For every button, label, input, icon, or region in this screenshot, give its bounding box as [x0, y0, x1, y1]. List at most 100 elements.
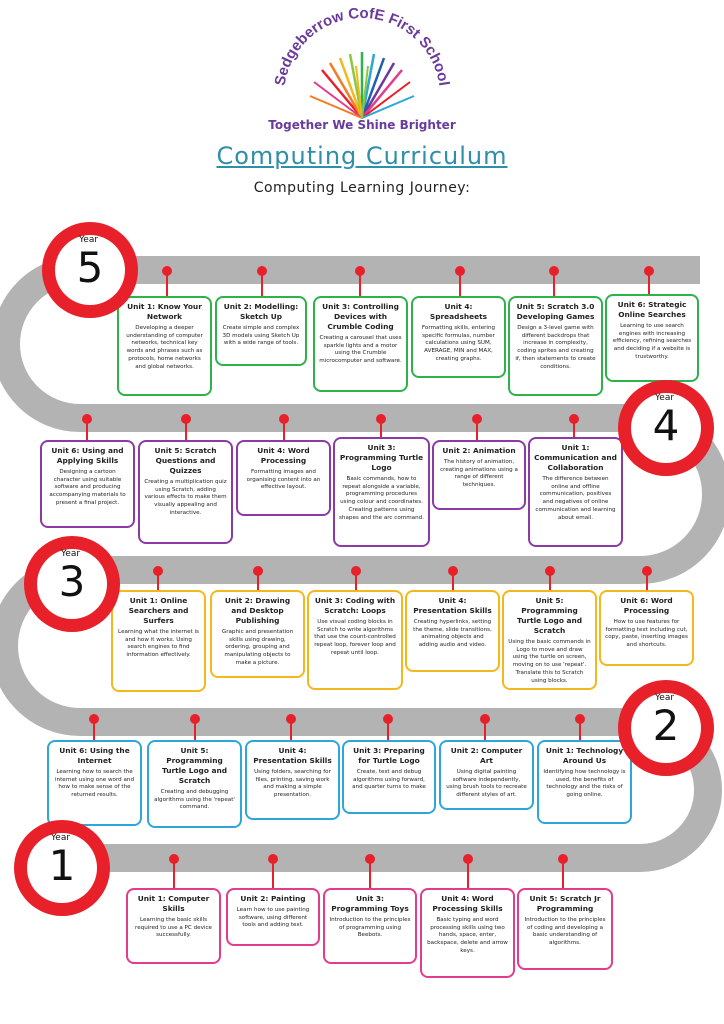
pin-marker [268, 854, 278, 888]
unit-title: Unit 5: Scratch Questions and Quizzes [154, 446, 217, 475]
unit-description: Designing a cartoon character using suit… [49, 468, 126, 506]
unit-card: Unit 3: Preparing for Turtle Logo Create… [342, 740, 436, 814]
unit-title: Unit 3: Preparing for Turtle Logo [353, 746, 425, 765]
pin-marker [558, 854, 568, 888]
unit-title: Unit 1: Online Searchers and Surfers [128, 596, 189, 625]
year-number: 2 [652, 701, 680, 750]
unit-title: Unit 1: Technology Around Us [545, 746, 624, 765]
unit-card: Unit 5: Programming Turtle Logo and Scra… [147, 740, 242, 828]
year-2-badge: Year 2 [618, 680, 714, 776]
pin-marker [162, 266, 172, 296]
pin-marker [279, 414, 289, 440]
unit-title: Unit 6: Using and Applying Skills [51, 446, 124, 465]
unit-title: Unit 1: Know Your Network [127, 302, 202, 321]
unit-description: Basic typing and word processing skills … [427, 916, 508, 954]
unit-description: Create simple and complex 3D models usin… [222, 324, 300, 347]
unit-description: Graphic and presentation skills using dr… [221, 628, 294, 666]
unit-card: Unit 2: Animation The history of animati… [432, 440, 526, 510]
unit-card: Unit 6: Using the Internet Learning how … [47, 740, 142, 826]
unit-title: Unit 5: Scratch 3.0 Developing Games [516, 302, 595, 321]
unit-description: Introduction to the principles of progra… [329, 916, 411, 939]
unit-description: The difference between online and offlin… [535, 475, 616, 521]
school-tagline: Together We Shine Brighter [268, 118, 456, 132]
unit-description: How to use features for formatting text … [605, 618, 688, 649]
unit-title: Unit 5: Programming Turtle Logo and Scra… [161, 746, 228, 785]
unit-card: Unit 5: Scratch Jr Programming Introduct… [517, 888, 613, 970]
unit-card: Unit 1: Computer Skills Learning the bas… [126, 888, 221, 964]
unit-description: Using the basic commands in Logo to move… [508, 638, 591, 684]
pin-marker [365, 854, 375, 888]
unit-description: Learning how to search the internet usin… [54, 768, 135, 799]
pin-marker [286, 714, 296, 740]
pin-marker [463, 854, 473, 888]
unit-card: Unit 2: Drawing and Desktop Publishing G… [210, 590, 305, 678]
unit-title: Unit 4: Presentation Skills [413, 596, 492, 615]
year-label: Year [79, 235, 99, 245]
unit-title: Unit 6: Word Processing [620, 596, 673, 615]
unit-description: Learning to use search engines with incr… [612, 322, 692, 360]
unit-card: Unit 3: Programming Turtle Logo Basic co… [333, 437, 430, 547]
year-label: Year [655, 693, 675, 703]
unit-title: Unit 2: Painting [240, 894, 306, 903]
pin-marker [376, 414, 386, 438]
unit-description: Using digital painting software independ… [446, 768, 527, 799]
pin-marker [383, 714, 393, 740]
year-4-badge: Year 4 [618, 380, 714, 476]
pin-marker [190, 714, 200, 740]
unit-card: Unit 4: Word Processing Skills Basic typ… [420, 888, 515, 978]
pin-marker [549, 266, 559, 296]
year-number: 4 [652, 401, 680, 450]
year-label: Year [655, 393, 675, 403]
year-label: Year [51, 833, 71, 843]
unit-card: Unit 4: Presentation Skills Creating hyp… [405, 590, 500, 672]
unit-card: Unit 2: Computer Art Using digital paint… [439, 740, 534, 810]
pin-marker [89, 714, 99, 740]
unit-title: Unit 2: Modelling: Sketch Up [223, 302, 299, 321]
unit-description: Identifying how technology is used, the … [543, 768, 626, 799]
unit-card: Unit 2: Painting Learn how to use painti… [226, 888, 320, 946]
pin-marker [257, 266, 267, 296]
unit-description: Introduction to the principles of coding… [524, 916, 606, 947]
unit-description: Use visual coding blocks in Scratch to w… [314, 618, 396, 656]
unit-title: Unit 6: Strategic Online Searches [617, 300, 687, 319]
unit-description: Using folders, searching for files, prin… [254, 768, 331, 799]
unit-title: Unit 3: Programming Turtle Logo [339, 443, 424, 472]
pin-marker [448, 566, 458, 590]
unit-description: Basic commands, how to repeat alongside … [339, 475, 424, 521]
year-number: 5 [76, 243, 104, 292]
unit-card: Unit 1: Technology Around Us Identifying… [537, 740, 632, 824]
unit-card: Unit 1: Communication and Collaboration … [528, 437, 623, 547]
unit-description: Creating a multiplication quiz using Scr… [144, 478, 227, 516]
unit-title: Unit 1: Communication and Collaboration [534, 443, 617, 472]
unit-title: Unit 3: Coding with Scratch: Loops [314, 596, 396, 615]
unit-card: Unit 1: Know Your Network Developing a d… [117, 296, 212, 396]
pin-marker [181, 414, 191, 440]
unit-card: Unit 6: Using and Applying Skills Design… [40, 440, 135, 528]
unit-description: Creating a carousel that uses sparkle li… [319, 334, 402, 365]
unit-card: Unit 3: Controlling Devices with Crumble… [313, 296, 408, 392]
unit-description: Formatting images and organising content… [246, 468, 321, 491]
unit-title: Unit 4: Presentation Skills [253, 746, 332, 765]
unit-description: Create, test and debug algorithms using … [352, 768, 426, 791]
page-title: Computing Curriculum [216, 142, 508, 170]
pin-marker [169, 854, 179, 888]
unit-description: Design a 3-level game with different bac… [515, 324, 596, 370]
pin-marker [642, 566, 652, 590]
unit-description: Learn how to use painting software, usin… [236, 906, 310, 929]
pin-marker [355, 266, 365, 296]
unit-title: Unit 5: Scratch Jr Programming [529, 894, 601, 913]
unit-card: Unit 4: Presentation Skills Using folder… [245, 740, 340, 820]
unit-title: Unit 3: Programming Toys [331, 894, 409, 913]
unit-card: Unit 3: Coding with Scratch: Loops Use v… [307, 590, 403, 690]
pin-marker [351, 566, 361, 590]
unit-title: Unit 5: Programming Turtle Logo and Scra… [516, 596, 583, 635]
unit-card: Unit 6: Word Processing How to use featu… [599, 590, 694, 666]
unit-title: Unit 6: Using the Internet [59, 746, 130, 765]
page-subtitle: Computing Learning Journey: [253, 180, 471, 196]
pin-marker [82, 414, 92, 440]
unit-card: Unit 3: Programming Toys Introduction to… [323, 888, 417, 964]
year-number: 1 [48, 841, 76, 890]
unit-card: Unit 5: Scratch Questions and Quizzes Cr… [138, 440, 233, 544]
unit-card: Unit 4: Spreadsheets Formatting skills, … [411, 296, 506, 378]
year-number: 3 [58, 557, 86, 606]
